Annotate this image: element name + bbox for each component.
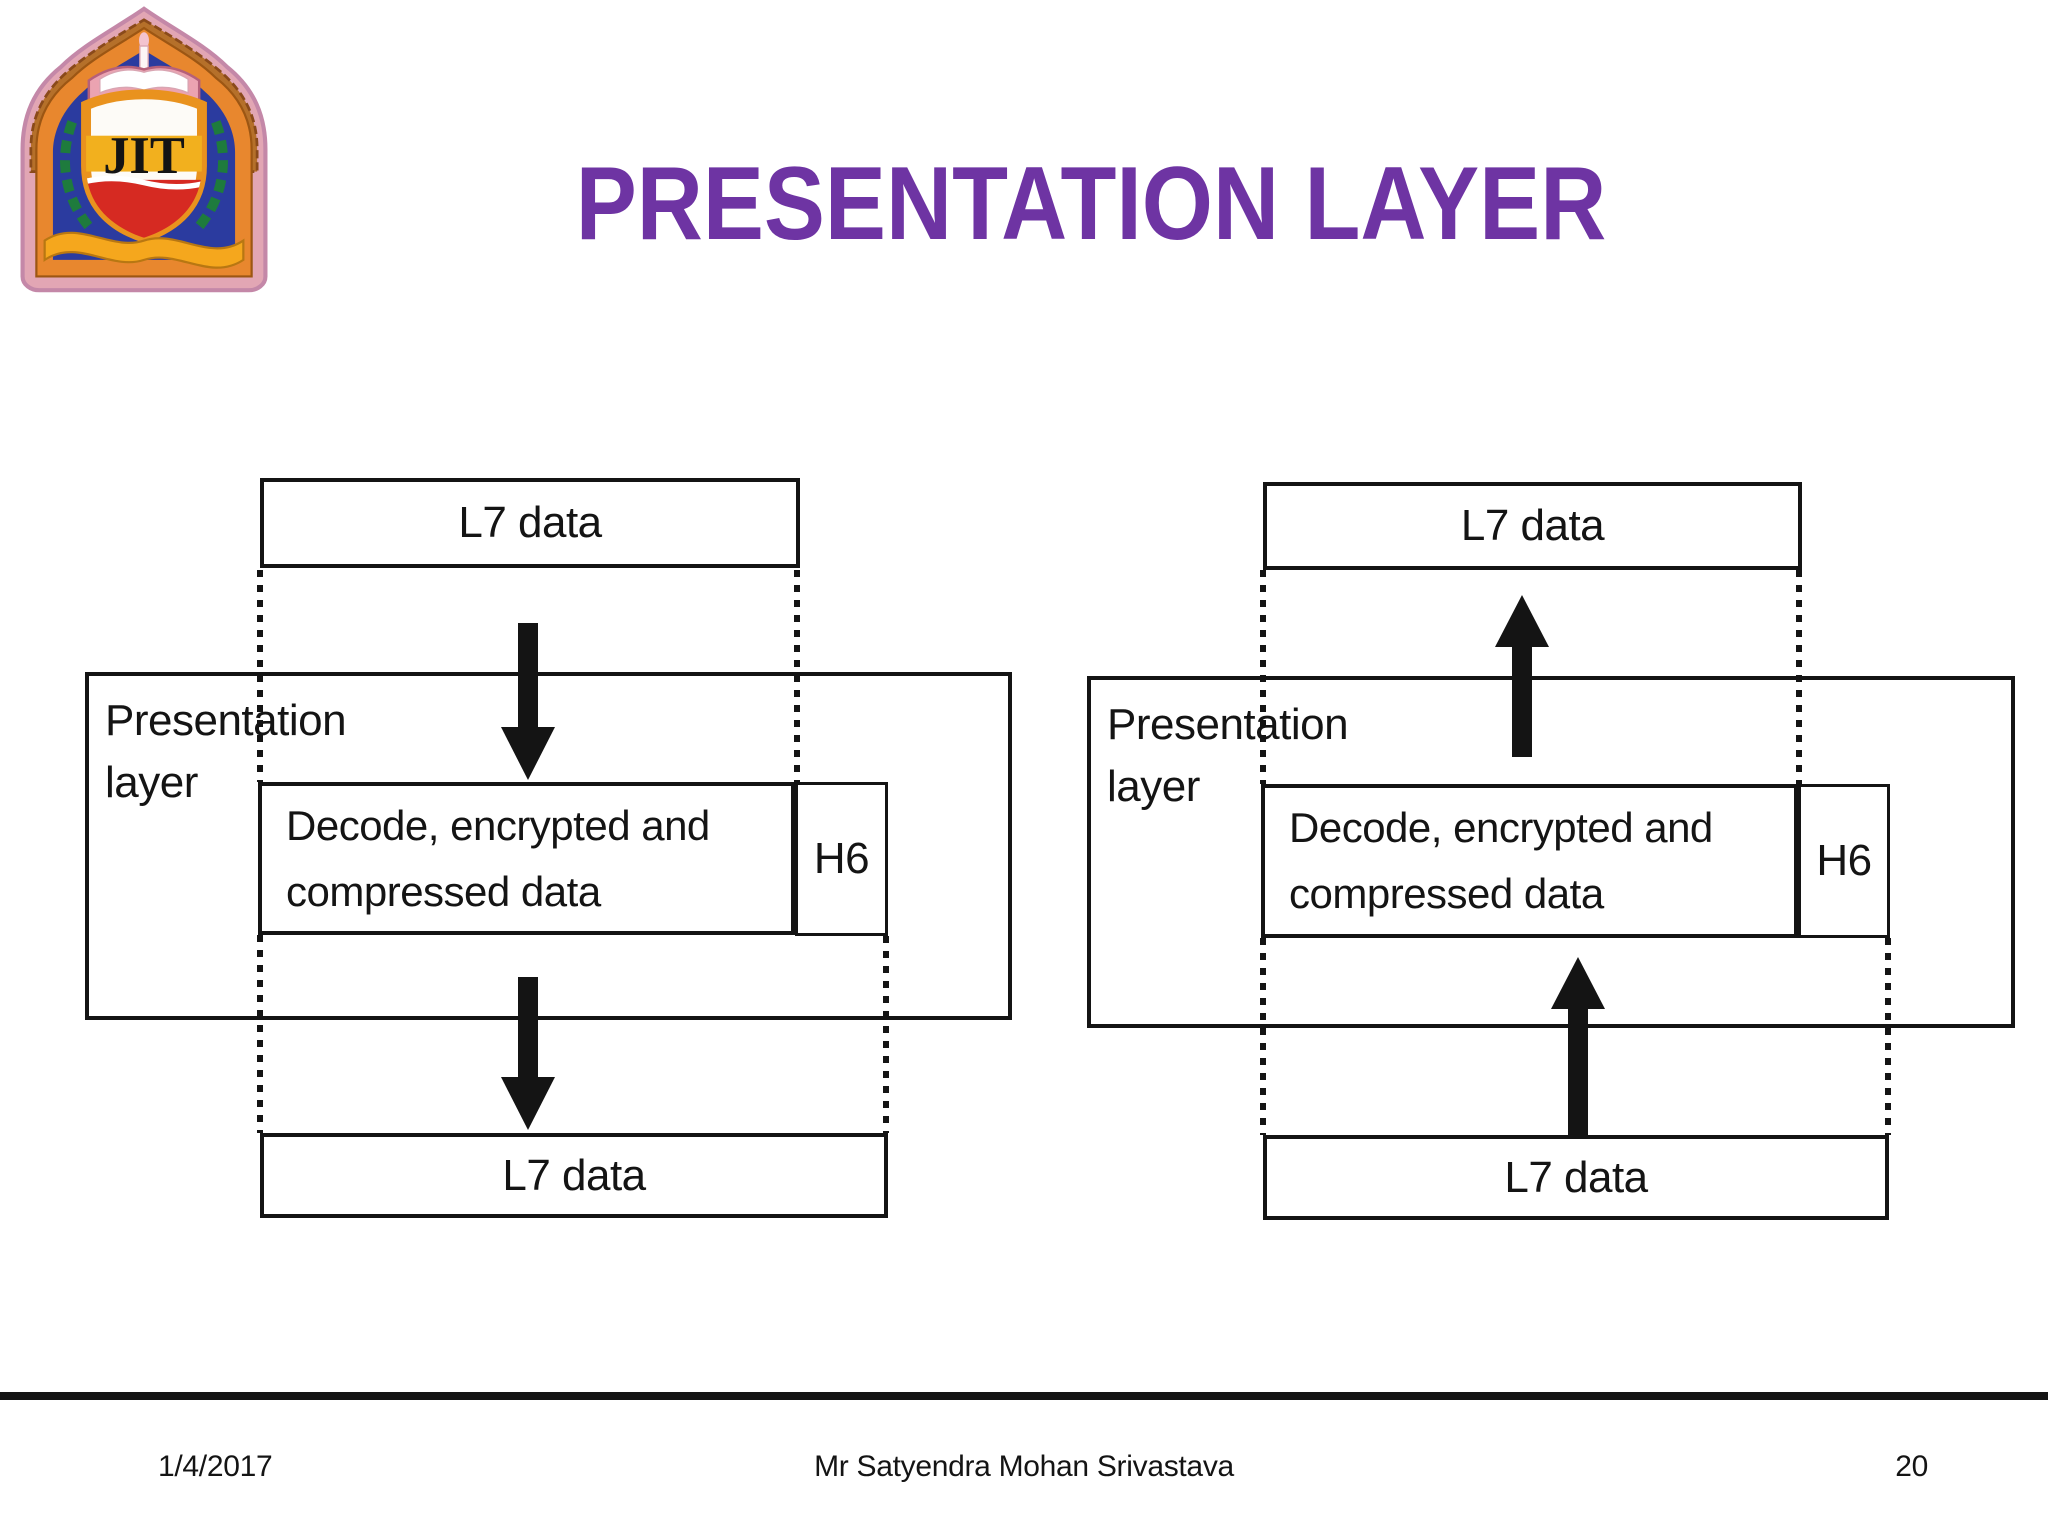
footer-author: Mr Satyendra Mohan Srivastava xyxy=(814,1450,1234,1483)
logo-garland-arch xyxy=(29,18,259,173)
down-arrow-icon xyxy=(501,977,555,1130)
right-process-line1: Decode, encrypted and xyxy=(1289,804,1713,851)
left-bottom-l7-label: L7 data xyxy=(502,1150,646,1200)
logo-candle xyxy=(139,45,149,72)
left-top-l7-box: L7 data xyxy=(260,478,800,568)
left-presentation-layer-label: Presentation layer xyxy=(105,690,347,814)
left-layer-label-line1: Presentation xyxy=(105,696,347,745)
left-process-line2: compressed data xyxy=(286,867,601,915)
right-presentation-layer-label: Presentation layer xyxy=(1107,694,1349,818)
right-process-box: Decode, encrypted and compressed data xyxy=(1261,784,1798,938)
right-layer-label-line2: layer xyxy=(1107,762,1200,811)
left-h6-box: H6 xyxy=(795,782,888,936)
footer-divider xyxy=(0,1392,2048,1400)
dotted-connector xyxy=(1885,938,1891,1135)
dotted-connector xyxy=(1260,570,1266,784)
dotted-connector xyxy=(257,570,263,782)
left-h6-label: H6 xyxy=(813,834,870,883)
up-arrow-icon xyxy=(1551,957,1605,1135)
right-h6-box: H6 xyxy=(1798,784,1890,938)
logo-shield-red-wave xyxy=(86,175,202,190)
logo-laurel-left xyxy=(60,120,96,233)
left-process-line1: Decode, encrypted and xyxy=(286,801,710,849)
up-arrow-icon xyxy=(1495,595,1549,757)
right-layer-label-line1: Presentation xyxy=(1107,700,1349,749)
left-presentation-layer-box xyxy=(85,672,1012,1020)
logo-book-pages xyxy=(99,69,189,94)
dotted-connector xyxy=(1796,570,1802,784)
left-top-l7-label: L7 data xyxy=(458,498,602,547)
footer-page-number: 20 xyxy=(1895,1450,1928,1483)
left-layer-label-line2: layer xyxy=(105,758,198,807)
dotted-connector xyxy=(883,936,889,1133)
left-bottom-l7-box: L7 data xyxy=(260,1133,888,1218)
dotted-connector xyxy=(257,935,263,1133)
right-bottom-l7-label: L7 data xyxy=(1504,1152,1648,1202)
right-process-line2: compressed data xyxy=(1289,870,1604,917)
logo-laurel-right xyxy=(192,120,228,233)
dotted-connector xyxy=(1260,938,1266,1135)
dotted-connector xyxy=(794,570,800,782)
logo-shield-band xyxy=(86,135,202,172)
logo-monogram: JIT xyxy=(103,127,185,185)
right-bottom-l7-box: L7 data xyxy=(1263,1135,1889,1220)
logo-candle-flame xyxy=(139,32,149,49)
logo-ribbon xyxy=(43,231,245,269)
institution-logo: JIT xyxy=(20,6,268,293)
footer-date: 1/4/2017 xyxy=(158,1450,273,1483)
right-presentation-layer-box xyxy=(1087,676,2015,1028)
page-title: PRESENTATION LAYER xyxy=(575,146,1607,262)
down-arrow-icon xyxy=(501,623,555,780)
right-top-l7-label: L7 data xyxy=(1460,501,1605,550)
right-top-l7-box: L7 data xyxy=(1263,482,1802,570)
right-h6-label: H6 xyxy=(1816,836,1872,885)
left-process-box: Decode, encrypted and compressed data xyxy=(258,782,795,935)
